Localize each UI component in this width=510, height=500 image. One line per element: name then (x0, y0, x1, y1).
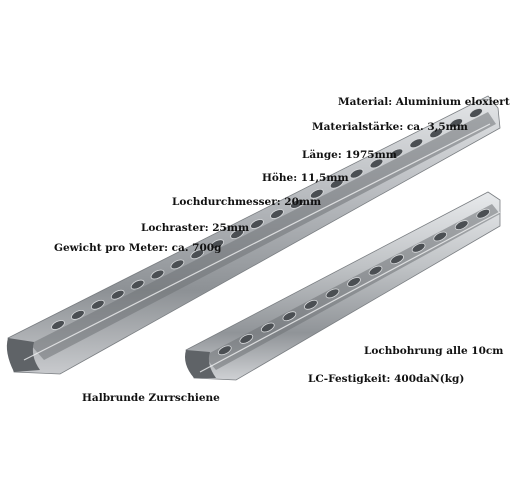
rail-hole (130, 279, 145, 290)
spec-mounting-hole-spacing: Lochbohrung alle 10cm (364, 345, 504, 357)
spec-lc-strength: LC-Festigkeit: 400daN(kg) (308, 373, 465, 385)
rail-hole (217, 345, 232, 356)
rail-hole (454, 220, 469, 231)
rail-hole (476, 208, 491, 219)
rail-hole (309, 188, 324, 199)
rail-hole (409, 138, 424, 149)
rail-hole (170, 259, 185, 270)
rail-hole (270, 209, 284, 219)
rail-hole (282, 311, 297, 322)
rail-hole (449, 118, 463, 129)
product-name: Halbrunde Zurrschiene (82, 392, 220, 404)
rail-hole (368, 265, 383, 276)
long-rail-holes (51, 108, 483, 330)
spec-weight-per-meter: Gewicht pro Meter: ca. 700g (54, 242, 222, 254)
short-rail (185, 191, 501, 381)
rail-hole (390, 254, 404, 265)
spec-height: Höhe: 11,5mm (262, 172, 349, 184)
spec-material: Material: Aluminium eloxiert (338, 96, 510, 108)
rail-hole (71, 309, 85, 320)
rail-hole (239, 333, 254, 344)
rail-hole (260, 322, 275, 333)
rail-hole (325, 288, 340, 299)
rail-hole (250, 219, 264, 229)
rail-hole (230, 229, 244, 240)
rail-hole (90, 299, 105, 310)
rail-hole (429, 128, 444, 139)
rail-hole (210, 239, 225, 250)
spec-hole-diameter: Lochdurchmesser: 20mm (172, 196, 322, 208)
rail-hole (389, 148, 404, 159)
short-rail-holes (217, 208, 491, 356)
spec-material-thickness: Materialstärke: ca. 3,5mm (312, 121, 468, 133)
rail-hole (469, 108, 483, 118)
rail-hole (304, 299, 318, 310)
rail-hole (110, 289, 125, 300)
rail-hole (190, 249, 205, 260)
rail-hole (433, 231, 448, 242)
rail-hole (329, 178, 344, 189)
rail-hole (369, 158, 384, 169)
rail-hole (290, 198, 304, 209)
rail-hole (150, 269, 165, 280)
spec-hole-pitch: Lochraster: 25mm (141, 222, 250, 234)
rail-hole (411, 242, 426, 253)
rail-hole (349, 168, 364, 179)
rail-hole (51, 320, 65, 330)
spec-length: Länge: 1975mm (302, 149, 397, 161)
rail-hole (347, 277, 361, 287)
